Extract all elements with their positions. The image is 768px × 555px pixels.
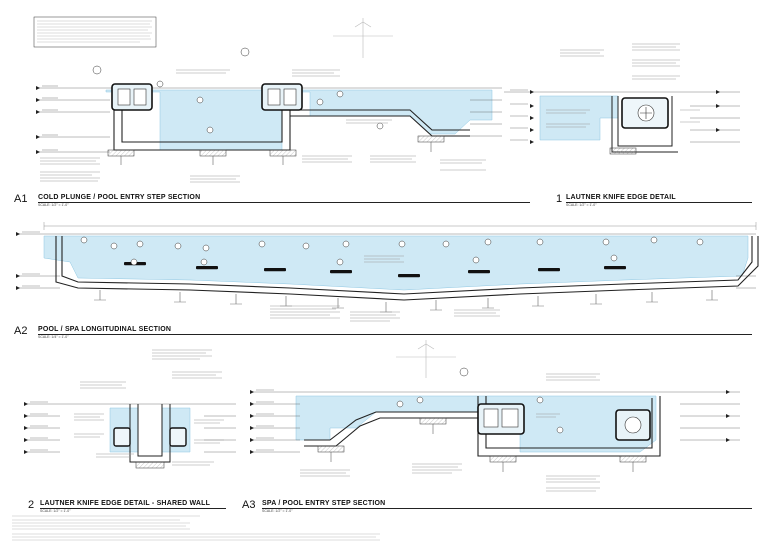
view-2-rule [40, 508, 226, 509]
view-1-scale: SCALE: 1/2" = 1'-0" [566, 203, 597, 207]
view-a2-scale: SCALE: 1/4" = 1'-0" [38, 335, 69, 339]
view-a2-id: A2 [14, 325, 28, 337]
detail-2-shared-wall [24, 349, 236, 469]
view-a3-title: SPA / POOL ENTRY STEP SECTION [262, 500, 386, 507]
detail-1-lautner-knife-edge [504, 43, 740, 155]
view-a1-scale: SCALE: 1/2" = 1'-0" [38, 203, 69, 207]
section-a3-spa-entry [250, 367, 740, 492]
view-2-title: LAUTNER KNIFE EDGE DETAIL - SHARED WALL [40, 500, 211, 507]
view-a2-rule [38, 334, 752, 335]
footer-notes [12, 515, 380, 541]
north-arrow-bottom [396, 340, 456, 378]
view-a3-id: A3 [242, 499, 256, 511]
view-2-scale: SCALE: 1/2" = 1'-0" [40, 509, 71, 513]
general-notes-block [33, 16, 157, 48]
section-a1-cold-plunge [36, 47, 502, 183]
view-a1-rule [38, 202, 530, 203]
view-2-id: 2 [28, 499, 35, 511]
view-a3-rule [262, 508, 752, 509]
view-1-title: LAUTNER KNIFE EDGE DETAIL [566, 194, 676, 201]
north-arrow-top [333, 18, 393, 58]
section-a2-longitudinal [16, 222, 759, 322]
view-a2-title: POOL / SPA LONGITUDINAL SECTION [38, 326, 172, 333]
view-a3-scale: SCALE: 1/2" = 1'-0" [262, 509, 293, 513]
view-a1-id: A1 [14, 193, 28, 205]
view-a1-title: COLD PLUNGE / POOL ENTRY STEP SECTION [38, 194, 201, 201]
view-1-rule [566, 202, 752, 203]
view-1-id: 1 [556, 193, 563, 205]
